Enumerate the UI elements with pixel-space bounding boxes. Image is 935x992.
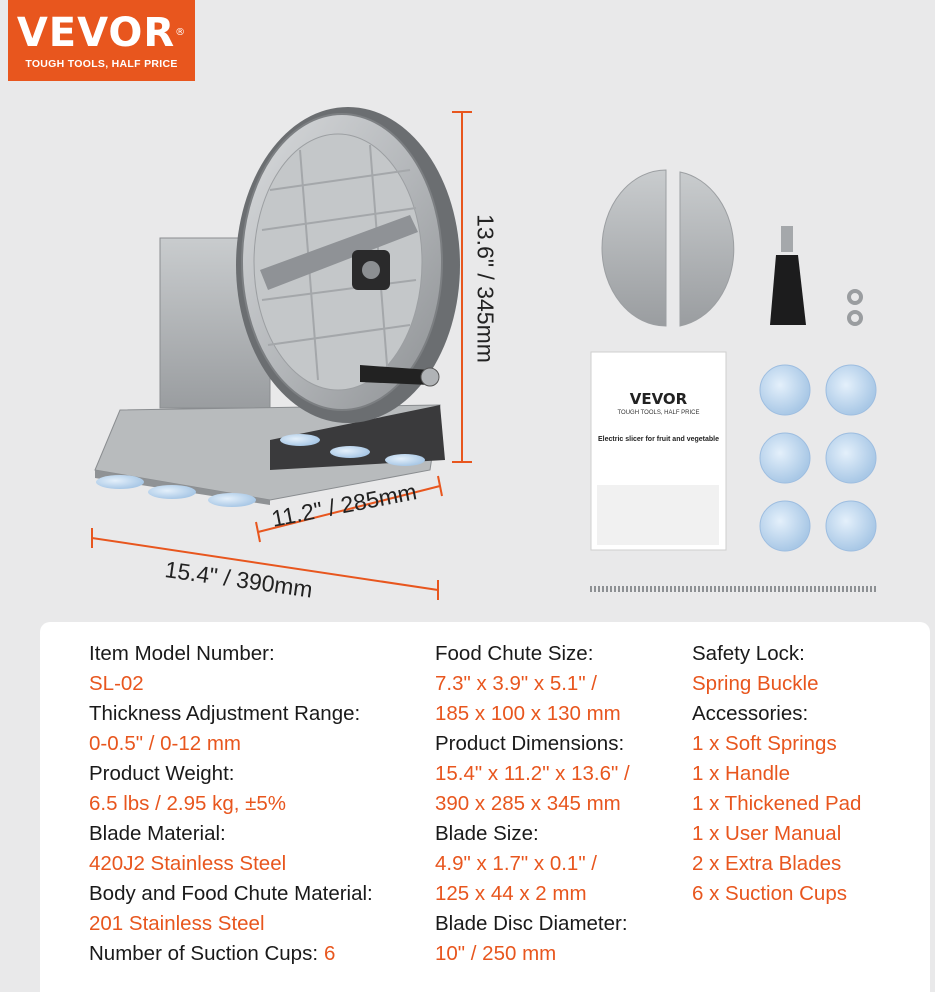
spec-row-suction-cups: Number of Suction Cups:6	[89, 939, 373, 969]
spec-label-model: Item Model Number:	[89, 642, 275, 665]
spec-label-thickness: Thickness Adjustment Range:	[89, 702, 361, 725]
spec-label-disc-diameter: Blade Disc Diameter:	[435, 912, 628, 935]
brand-name: VEVOR®	[16, 10, 187, 56]
accessory-item: 1 x Handle	[692, 762, 791, 785]
slicer-machine	[94, 107, 460, 507]
spec-label-product-dimensions: Product Dimensions:	[435, 732, 625, 755]
brand-logo: VEVOR® TOUGH TOOLS, HALF PRICE	[8, 0, 195, 81]
specs-column-3: Safety Lock: Spring Buckle Accessories: …	[692, 639, 861, 909]
manual-title: Electric slicer for fruit and vegetable	[598, 436, 719, 443]
accessory-item: 1 x User Manual	[692, 822, 842, 845]
accessory-suction-cups	[759, 364, 877, 552]
accessory-item: 1 x Thickened Pad	[692, 792, 862, 815]
spec-value-body-material: 201 Stainless Steel	[89, 912, 265, 935]
spec-value-blade-size-in: 4.9" x 1.7" x 0.1" /	[435, 852, 597, 875]
accessory-item: 1 x Soft Springs	[692, 732, 837, 755]
spec-label-weight: Product Weight:	[89, 762, 235, 785]
spec-label-safety-lock: Safety Lock:	[692, 642, 805, 665]
spec-value-product-dimensions-in: 15.4" x 11.2" x 13.6" /	[435, 762, 630, 785]
spec-label-accessories: Accessories:	[692, 702, 809, 725]
specs-column-1: Item Model Number: SL-02 Thickness Adjus…	[89, 639, 373, 969]
spec-value-blade-material: 420J2 Stainless Steel	[89, 852, 287, 875]
spec-value-suction-cups: 6	[324, 942, 336, 965]
accessory-item: 2 x Extra Blades	[692, 852, 842, 875]
dimension-lines	[91, 111, 472, 600]
spec-value-chute-size-in: 7.3" x 3.9" x 5.1" /	[435, 672, 597, 695]
dimension-height-label: 13.6" / 345mm	[472, 214, 499, 363]
brand-tagline: TOUGH TOOLS, HALF PRICE	[25, 58, 178, 70]
accessory-washers	[847, 289, 863, 326]
spec-label-suction-cups: Number of Suction Cups:	[89, 942, 319, 965]
spec-value-safety-lock: Spring Buckle	[692, 672, 819, 695]
specs-panel: Item Model Number: SL-02 Thickness Adjus…	[40, 622, 930, 992]
spec-value-thickness: 0-0.5" / 0-12 mm	[89, 732, 241, 755]
product-illustration	[91, 107, 878, 600]
manual-cover: VEVOR TOUGH TOOLS, HALF PRICE Electric s…	[591, 390, 726, 443]
spec-value-chute-size-mm: 185 x 100 x 130 mm	[435, 702, 621, 725]
manual-tagline: TOUGH TOOLS, HALF PRICE	[617, 410, 700, 416]
spec-value-model: SL-02	[89, 672, 144, 695]
spec-value-blade-size-mm: 125 x 44 x 2 mm	[435, 882, 587, 905]
manual-brand: VEVOR	[629, 390, 688, 408]
accessory-item: 6 x Suction Cups	[692, 882, 847, 905]
specs-column-2: Food Chute Size: 7.3" x 3.9" x 5.1" / 18…	[435, 639, 630, 969]
spec-value-product-dimensions-mm: 390 x 285 x 345 mm	[435, 792, 621, 815]
accessory-handle	[770, 226, 806, 325]
spec-value-disc-diameter: 10" / 250 mm	[435, 942, 557, 965]
spec-value-weight: 6.5 lbs / 2.95 kg, ±5%	[89, 792, 287, 815]
spec-label-chute-size: Food Chute Size:	[435, 642, 594, 665]
spec-label-body-material: Body and Food Chute Material:	[89, 882, 373, 905]
spec-label-blade-size: Blade Size:	[435, 822, 539, 845]
spec-label-blade-material: Blade Material:	[89, 822, 226, 845]
accessory-manual	[590, 351, 727, 551]
accessory-blades	[601, 169, 735, 327]
